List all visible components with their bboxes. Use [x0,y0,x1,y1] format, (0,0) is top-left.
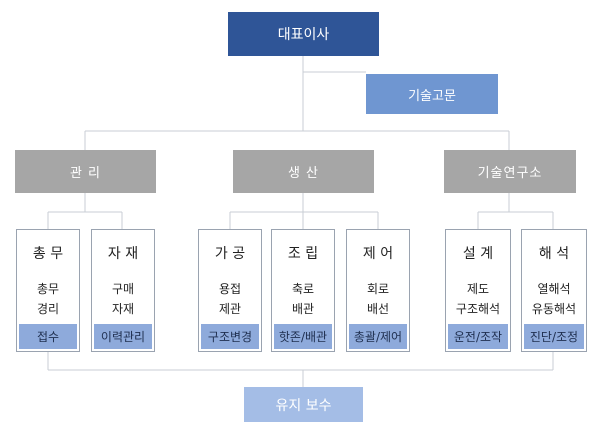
dept-title: 가 공 [214,246,246,262]
dept-duty-item: 축로 [291,282,315,296]
ceo-box: 대표이사 [228,12,379,56]
dept-control: 제 어 회로 배선 총괄/제어 [346,229,410,352]
dept-duties: 구매 자재 [92,279,154,319]
division-management: 관 리 [15,150,156,193]
dept-footer: 핫존/배관 [274,324,332,349]
dept-design: 설 계 제도 구조해석 운전/조작 [445,229,511,352]
dept-title: 해 석 [538,246,570,262]
dept-duties: 용접 제관 [199,279,261,319]
dept-footer: 접수 [19,324,77,349]
dept-title: 조 립 [287,246,319,262]
dept-duties: 축로 배관 [272,279,334,319]
dept-machining: 가 공 용접 제관 구조변경 [198,229,262,352]
dept-duty-item: 용접 [218,282,242,296]
dept-duty-item: 배선 [366,302,390,316]
dept-duty-item: 자재 [111,302,135,316]
dept-title: 자 재 [107,246,139,262]
dept-duty-item: 구매 [111,282,135,296]
maintenance-box: 유지 보수 [244,387,363,422]
dept-duties: 회로 배선 [347,279,409,319]
dept-analysis: 해 석 열해석 유동해석 진단/조정 [521,229,587,352]
dept-duty-item: 제도 [466,282,490,296]
dept-duty-item: 열해석 [537,282,571,296]
dept-duties: 제도 구조해석 [446,279,510,319]
dept-footer: 운전/조작 [448,324,508,349]
dept-general-affairs: 총 무 총무 경리 접수 [16,229,80,352]
dept-duty-item: 총무 [36,282,60,296]
dept-duty-item: 제관 [218,302,242,316]
division-research: 기술연구소 [444,150,576,193]
division-production: 생 산 [233,150,374,193]
maintenance-label: 유지 보수 [275,397,332,414]
dept-duty-item: 유동해석 [531,302,577,316]
division-production-label: 생 산 [287,166,320,181]
dept-title: 제 어 [362,246,394,262]
dept-assembly: 조 립 축로 배관 핫존/배관 [271,229,335,352]
dept-duty-item: 배관 [291,302,315,316]
dept-footer: 총괄/제어 [349,324,407,349]
division-management-label: 관 리 [69,166,102,181]
ceo-label: 대표이사 [277,27,330,43]
dept-duty-item: 경리 [36,302,60,316]
advisor-label: 기술고문 [408,88,456,104]
dept-title: 총 무 [32,246,64,262]
dept-footer: 구조변경 [201,324,259,349]
dept-duties: 총무 경리 [17,279,79,319]
dept-title: 설 계 [462,246,494,262]
advisor-box: 기술고문 [366,74,498,114]
dept-footer: 이력관리 [94,324,152,349]
dept-duty-item: 구조해석 [455,302,501,316]
division-research-label: 기술연구소 [477,166,543,181]
dept-footer: 진단/조정 [524,324,584,349]
dept-materials: 자 재 구매 자재 이력관리 [91,229,155,352]
dept-duty-item: 회로 [366,282,390,296]
dept-duties: 열해석 유동해석 [522,279,586,319]
